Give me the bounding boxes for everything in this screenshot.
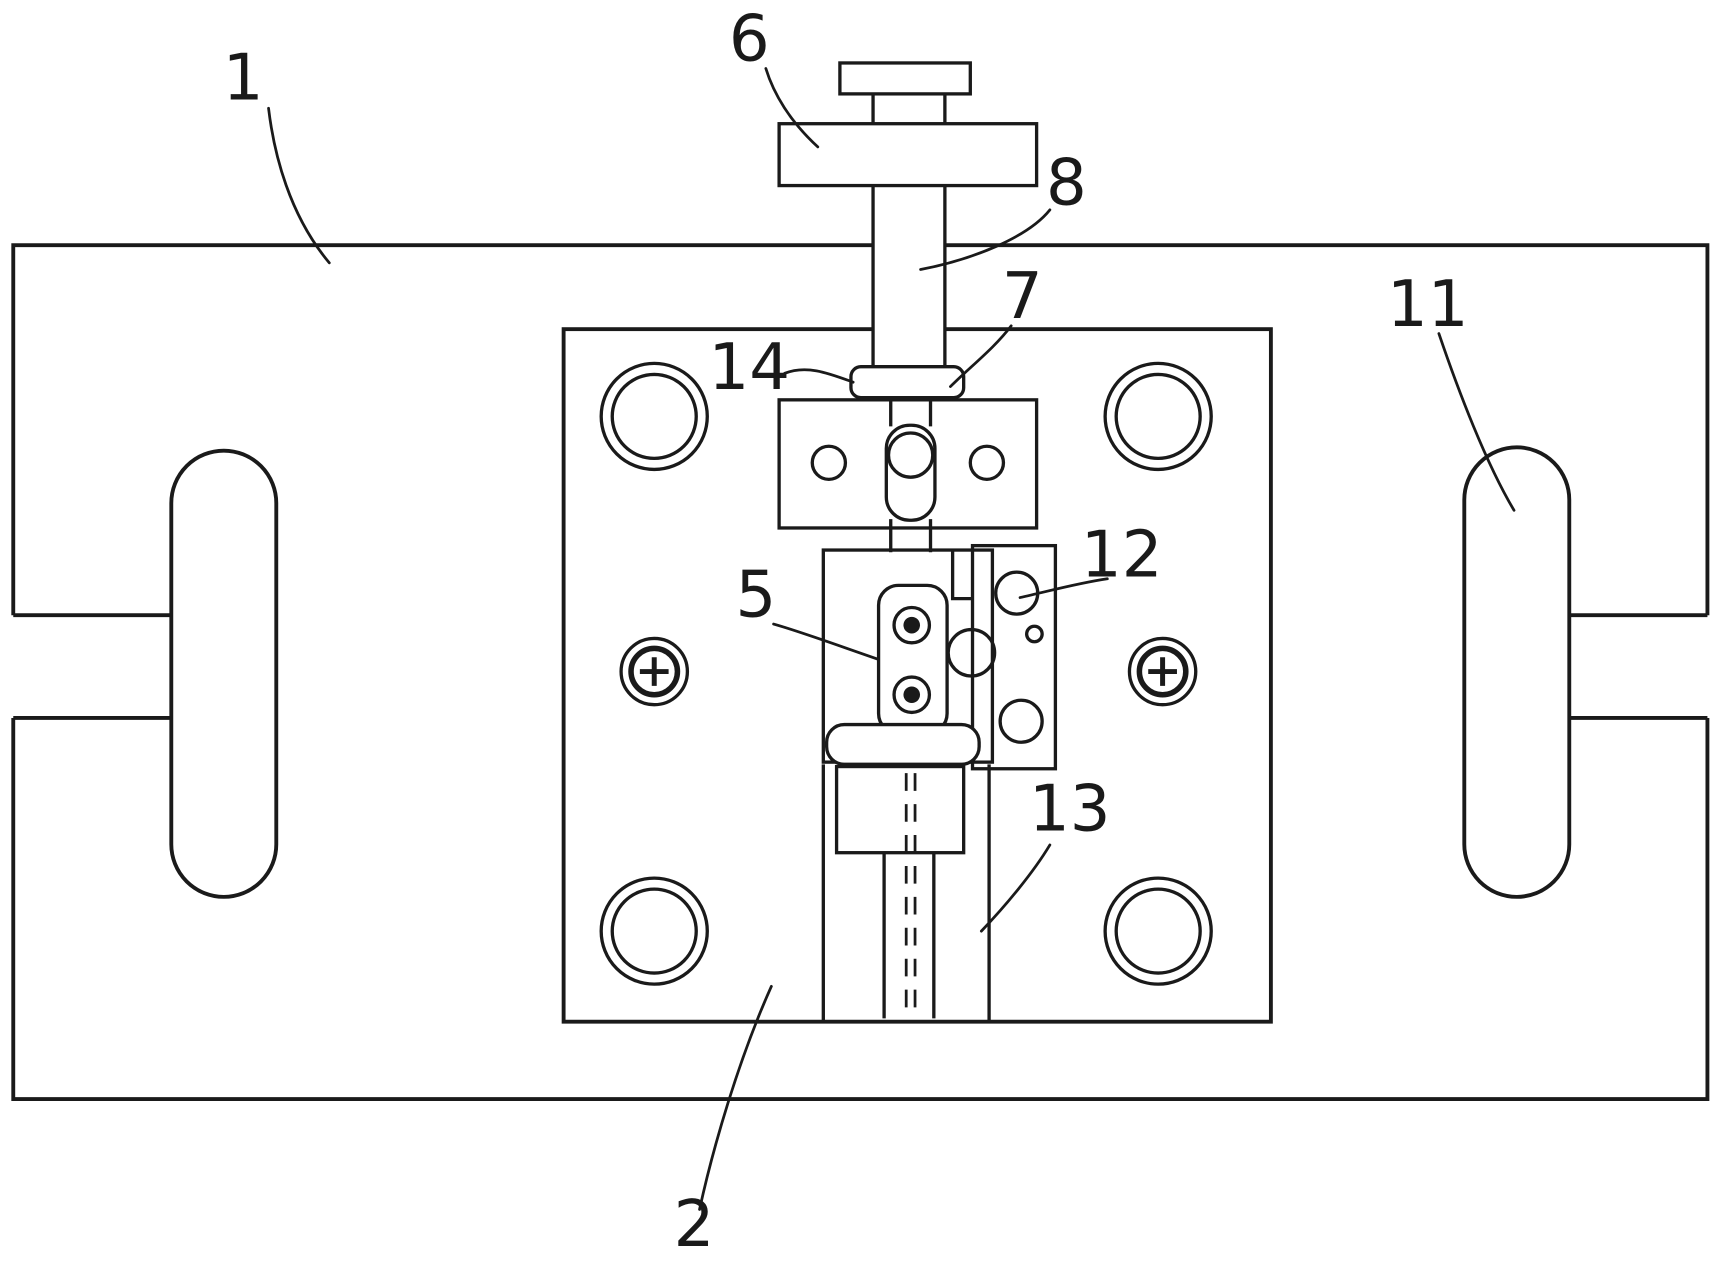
- callout-12-label: 12: [1081, 519, 1163, 593]
- side-plate: [946, 543, 1058, 771]
- upper-block-outline: [777, 398, 1039, 530]
- leader-14: [783, 368, 855, 384]
- callout-11-label: 11: [1387, 268, 1469, 342]
- callout-2-label: 2: [674, 1188, 715, 1262]
- callout-13-label: 13: [1029, 773, 1111, 847]
- screw-clamp-assembly: [777, 61, 1039, 400]
- callout-5-label: 5: [736, 558, 777, 632]
- clamp-pad-screw-top: [892, 605, 932, 645]
- guide-centerlines: [904, 773, 917, 1019]
- mid-screws: [619, 636, 1198, 707]
- callout-7-label: 7: [1002, 260, 1043, 334]
- clamp-block-step: [950, 550, 973, 601]
- callout-6-label: 6: [729, 3, 770, 77]
- clamp-pad-screw-bottom: [892, 675, 932, 715]
- center-slot: [884, 423, 937, 522]
- bolt-hole-bottom-right: [1103, 876, 1213, 986]
- right-capsule-slot: [1462, 445, 1572, 899]
- leader-13: [979, 843, 1052, 933]
- base-plate-outline: [11, 243, 1710, 1101]
- rod-segments: [889, 397, 933, 553]
- side-plate-hole-top: [994, 570, 1040, 616]
- callout-14-label: 14: [708, 331, 790, 405]
- upper-block-hole-right: [968, 444, 1006, 482]
- washer-flange: [849, 365, 966, 400]
- leader-1: [267, 106, 331, 265]
- bolt-hole-top-right: [1103, 361, 1213, 472]
- callout-1-label: 1: [223, 41, 264, 115]
- leader-lines: [267, 67, 1516, 1211]
- handle-block: [777, 122, 1039, 188]
- left-capsule-slot: [169, 448, 279, 899]
- side-plate-hole-small: [1025, 624, 1044, 644]
- corner-bolt-holes: [599, 361, 1213, 986]
- guide-block: [834, 764, 966, 855]
- bolt-hole-top-left: [599, 361, 709, 472]
- leader-8: [919, 208, 1052, 271]
- guide-rails: [882, 852, 936, 1019]
- leader-6: [764, 67, 820, 149]
- base-plate: [11, 243, 1710, 1101]
- center-slot-pin: [886, 431, 935, 479]
- edge-notch-lines: [13, 613, 1708, 720]
- leader-11: [1437, 332, 1516, 512]
- side-plate-hole-bottom: [998, 698, 1044, 744]
- guide-channel-lines: [821, 764, 991, 1022]
- bolt-hole-bottom-left: [599, 876, 709, 986]
- upper-guide-block: [777, 397, 1039, 553]
- lower-guide: [821, 764, 991, 1022]
- callout-labels: 1 6 8 7 14 11 12 5 13 2: [223, 3, 1469, 1262]
- screw-right: [1127, 636, 1198, 707]
- screw-left: [619, 636, 690, 707]
- side-plate-outline: [970, 543, 1058, 771]
- leader-12: [1018, 577, 1109, 599]
- upper-block-hole-left: [810, 444, 848, 482]
- callout-8-label: 8: [1046, 146, 1087, 220]
- leader-7: [949, 324, 1013, 388]
- leader-5: [772, 622, 880, 661]
- leader-2: [698, 984, 773, 1211]
- top-nut-bar: [838, 61, 972, 96]
- center-clamp-block: [821, 548, 995, 766]
- clamp-bottom-bar: [824, 722, 981, 766]
